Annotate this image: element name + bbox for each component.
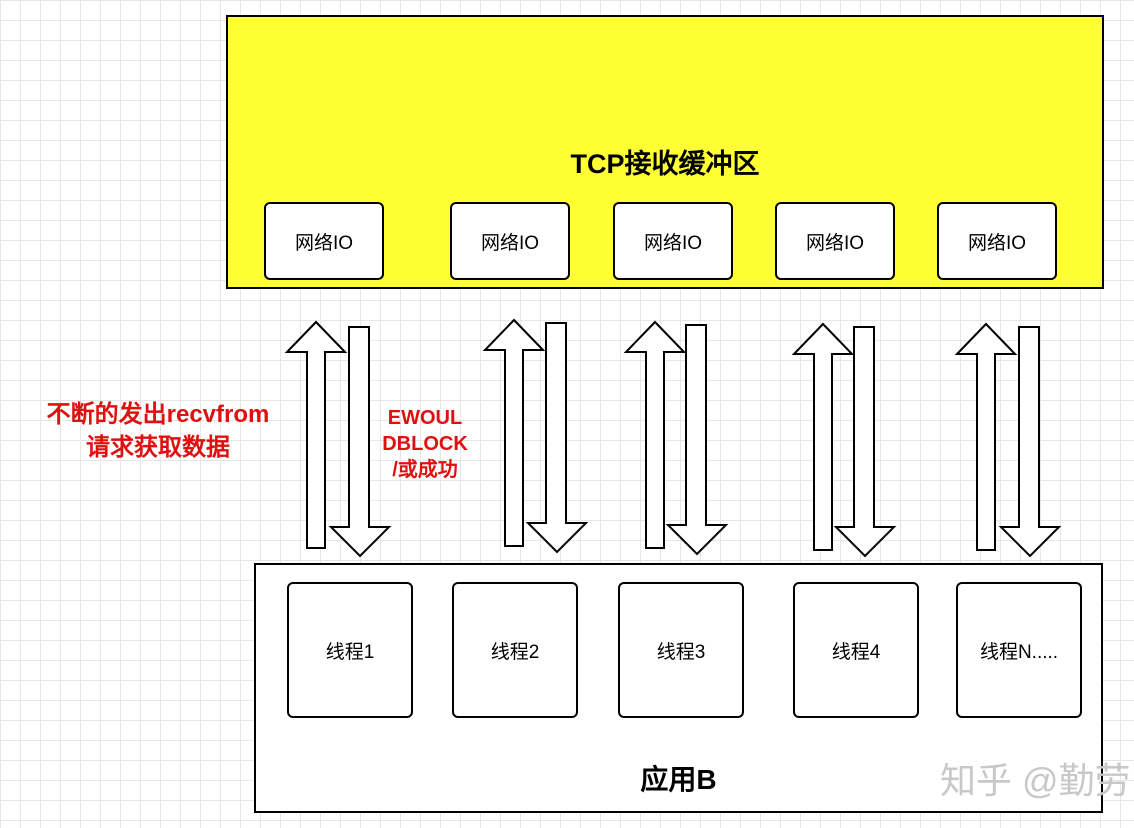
network-io-box-5: 网络IO <box>937 202 1057 280</box>
application-title: 应用B <box>640 764 717 795</box>
network-io-box-4: 网络IO <box>775 202 895 280</box>
return-label-line-2: DBLOCK <box>382 433 468 455</box>
down-arrow-icon <box>665 324 729 556</box>
up-arrow-icon <box>954 322 1018 551</box>
tcp-receive-buffer: TCP接收缓冲区 网络IO 网络IO 网络IO 网络IO 网络IO <box>226 15 1104 289</box>
thread-box-3: 线程3 <box>618 582 744 718</box>
down-arrow-icon <box>833 326 897 558</box>
thread-box-1: 线程1 <box>287 582 413 718</box>
up-arrow-icon <box>284 320 348 549</box>
application-box: 线程1 线程2 线程3 线程4 线程N..... 应用B <box>254 563 1103 813</box>
network-io-box-1: 网络IO <box>264 202 384 280</box>
thread-box-4: 线程4 <box>793 582 919 718</box>
zhihu-watermark: 知乎 @勤劳 <box>940 760 1131 801</box>
ewouldblock-return-label: EWOUL DBLOCK /或成功 <box>366 405 484 483</box>
thread-box-n: 线程N..... <box>956 582 1082 718</box>
return-label-line-3: /或成功 <box>392 459 458 481</box>
return-label-line-1: EWOUL <box>387 407 463 429</box>
thread-box-2: 线程2 <box>452 582 578 718</box>
down-arrow-icon <box>998 326 1062 558</box>
network-io-box-2: 网络IO <box>450 202 570 280</box>
up-arrow-icon <box>623 320 687 549</box>
network-io-box-3: 网络IO <box>613 202 733 280</box>
down-arrow-icon <box>525 322 589 554</box>
down-arrow-icon <box>328 326 392 558</box>
recvfrom-request-line-1: 不断的发出recvfrom <box>46 401 270 428</box>
recvfrom-request-line-2: 请求获取数据 <box>86 434 230 461</box>
up-arrow-icon <box>482 318 546 547</box>
tcp-buffer-title: TCP接收缓冲区 <box>570 149 760 179</box>
up-arrow-icon <box>791 322 855 551</box>
recvfrom-request-label: 不断的发出recvfrom 请求获取数据 <box>18 398 298 464</box>
